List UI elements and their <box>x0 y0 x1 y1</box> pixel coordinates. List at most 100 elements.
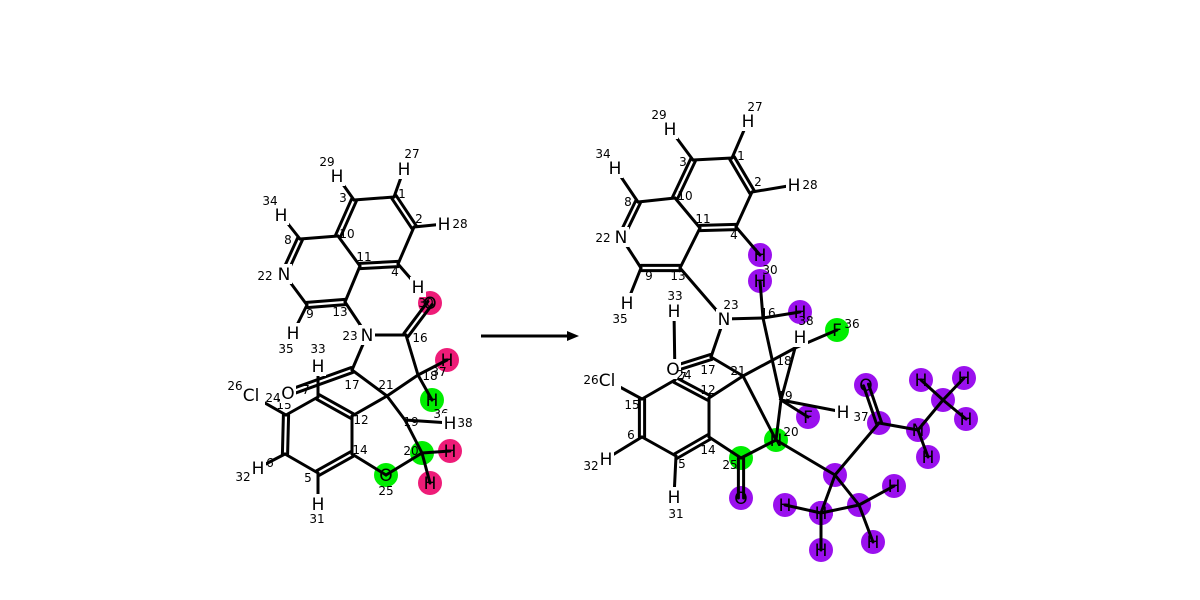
atom-symbol-h: H <box>444 414 457 434</box>
atom-index-label: 26 <box>583 373 598 387</box>
atom-index-label: 23 <box>723 298 738 312</box>
atom-index-label: 19 <box>403 415 418 429</box>
single-bond <box>384 451 424 477</box>
single-bond <box>640 378 677 401</box>
atom-index-label: 2 <box>415 212 423 226</box>
atom-index-label: 34 <box>262 194 277 208</box>
single-bond <box>857 503 875 544</box>
atom-index-label: 14 <box>352 443 367 457</box>
single-bond <box>416 373 434 402</box>
atom-index-label: 14 <box>700 443 715 457</box>
atom-label-background <box>329 166 345 186</box>
atom-index-label: 2 <box>754 175 762 189</box>
atom-index-label: 25 <box>722 458 737 472</box>
double-bond <box>862 384 879 426</box>
double-bond <box>673 433 710 456</box>
atom-symbol-h: H <box>331 167 344 187</box>
atom-index-label: 9 <box>645 269 653 283</box>
single-bond <box>403 418 424 455</box>
single-bond <box>404 333 420 377</box>
single-bond <box>385 373 420 398</box>
atom-index-label: 35 <box>278 342 293 356</box>
atom-symbol-n: N <box>912 421 925 441</box>
atom-symbol-o: O <box>281 384 294 404</box>
single-bond <box>352 195 396 202</box>
atom-symbol-o: O <box>859 376 872 396</box>
single-bond <box>283 452 320 475</box>
atom-label-background <box>442 413 458 433</box>
atom-index-label: 12 <box>700 383 715 397</box>
single-bond <box>691 156 734 162</box>
atom-index-label: 21 <box>730 364 745 378</box>
single-bond <box>783 503 823 515</box>
atom-index-label: 15 <box>624 398 639 412</box>
single-bond <box>779 398 845 414</box>
atom-highlight-purple <box>729 486 753 510</box>
double-bond <box>338 199 358 239</box>
atom-symbol-n: N <box>361 326 374 346</box>
atom-symbol-h: H <box>794 303 807 323</box>
atom-symbol-h: H <box>398 160 411 180</box>
atom-index-label: 9 <box>306 307 314 321</box>
double-bond <box>280 413 285 456</box>
atom-index-label: 31 <box>309 512 324 526</box>
atom-index-label: 35 <box>612 312 627 326</box>
atom-index-label: 6 <box>627 428 635 442</box>
double-bond <box>406 303 434 339</box>
atom-symbol-h: H <box>424 474 437 494</box>
atom-symbol-n: N <box>278 265 291 285</box>
single-bond <box>385 394 407 422</box>
atom-symbol-h: H <box>754 272 767 292</box>
atom-index-label: 16 <box>760 306 775 320</box>
atom-label-background <box>599 370 621 390</box>
atom-symbol-h: H <box>779 496 792 516</box>
atom-label-background <box>716 309 732 329</box>
atom-symbol-h: H <box>438 215 451 235</box>
double-bond <box>674 376 712 398</box>
atom-label-background <box>310 356 326 376</box>
atom-index-label: 28 <box>452 217 467 231</box>
atom-symbol-h: H <box>252 459 265 479</box>
atom-symbol-f: F <box>832 321 842 341</box>
atom-index-label: 13 <box>670 269 685 283</box>
atom-index-label: 32 <box>235 470 250 484</box>
atom-label-background <box>436 214 452 234</box>
single-bond <box>774 398 783 442</box>
atom-label-background <box>607 158 623 178</box>
atom-symbol-cl: Cl <box>599 371 616 391</box>
single-bond <box>819 503 861 515</box>
single-bond <box>833 473 861 507</box>
atom-index-label: 11 <box>695 212 710 226</box>
single-bond <box>919 378 945 402</box>
atom-label-background <box>613 227 629 247</box>
single-bond <box>416 358 449 377</box>
atom-index-label: 5 <box>678 457 686 471</box>
atom-symbol-n: N <box>718 310 731 330</box>
atom-symbol-h: H <box>815 504 828 524</box>
atom-index-label: 3 <box>339 191 347 205</box>
atom-index-label: 24 <box>676 368 691 382</box>
double-bond <box>394 194 418 228</box>
double-bond <box>358 265 400 271</box>
double-bond <box>728 157 752 195</box>
double-bond <box>317 454 355 477</box>
double-bond <box>286 413 291 456</box>
single-bond <box>336 234 362 268</box>
double-bond <box>732 155 756 193</box>
atom-index-label: 12 <box>353 413 368 427</box>
single-bond <box>707 435 743 460</box>
single-bond <box>284 395 320 417</box>
atom-index-label: 31 <box>668 507 683 521</box>
atom-label-background <box>666 301 682 321</box>
atom-label-background <box>276 264 292 284</box>
atom-index-label: 22 <box>257 269 272 283</box>
atom-index-label: 7 <box>302 383 310 397</box>
atom-index-label: 7 <box>679 370 687 384</box>
single-bond <box>916 398 945 432</box>
atom-index-label: 29 <box>651 108 666 122</box>
single-bond <box>350 452 388 477</box>
atom-symbol-h: H <box>837 403 850 423</box>
atom-symbol-h: H <box>867 533 880 553</box>
double-bond <box>671 157 693 199</box>
